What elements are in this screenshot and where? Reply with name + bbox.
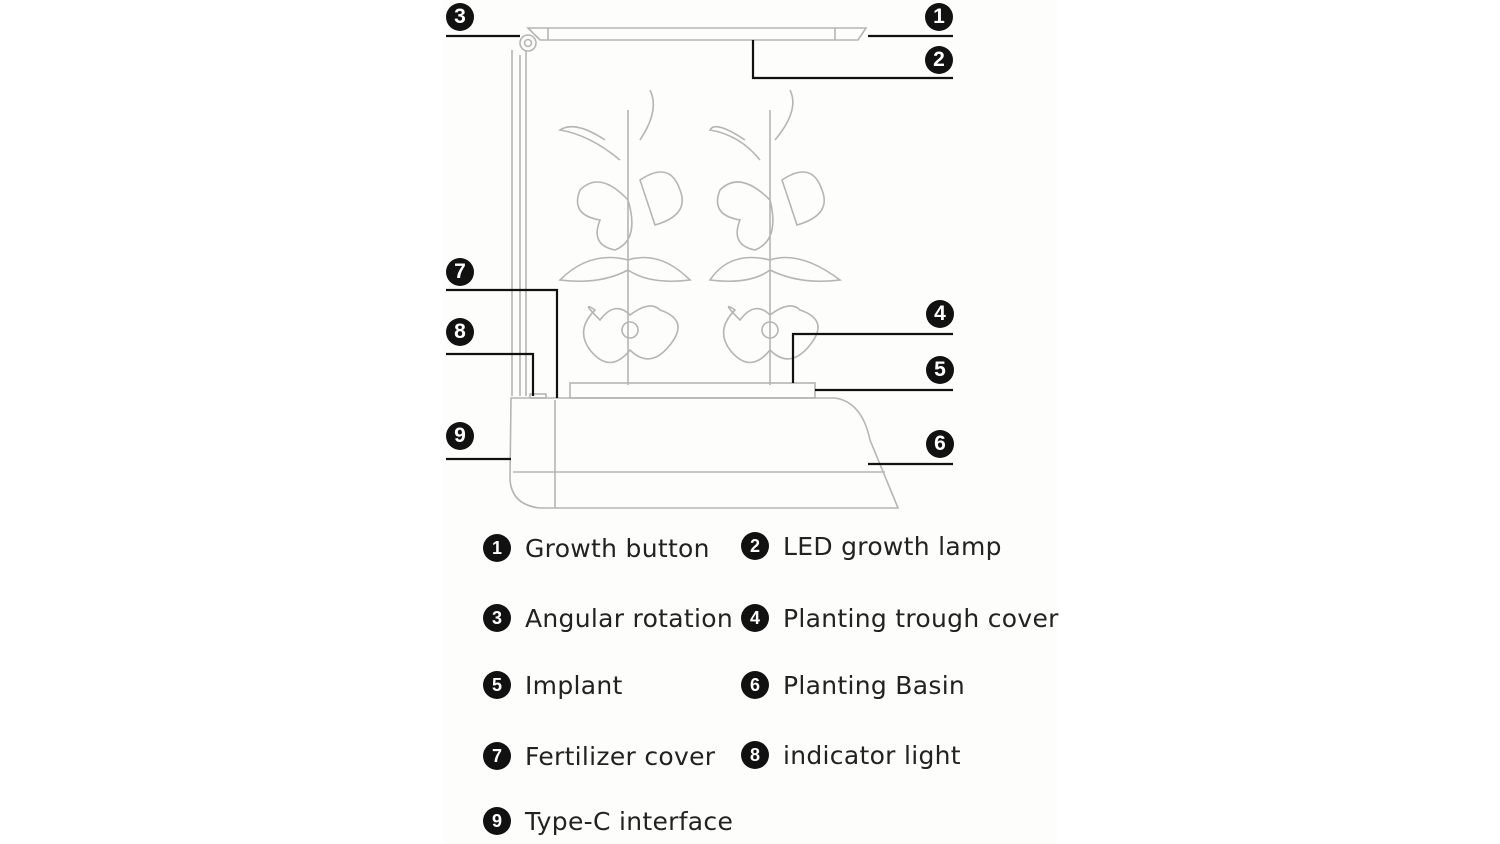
legend-number: 5 — [483, 671, 511, 699]
legend-number: 9 — [483, 807, 511, 835]
legend-item: 5 Implant — [483, 668, 623, 702]
callout-5: 5 — [926, 356, 954, 384]
callout-8: 8 — [446, 318, 474, 346]
legend-number: 6 — [741, 671, 769, 699]
leader-lines — [446, 34, 953, 466]
legend-number: 2 — [741, 532, 769, 560]
leader-2 — [751, 40, 953, 80]
legend-item: 1 Growth button — [483, 531, 710, 565]
plant-left — [557, 89, 692, 385]
legend-item: 6 Planting Basin — [741, 668, 965, 702]
callout-2: 2 — [925, 46, 953, 74]
legend-label: LED growth lamp — [783, 531, 1002, 561]
legend-item: 8 indicator light — [741, 738, 961, 772]
lamp-arm — [526, 27, 868, 41]
legend-number: 7 — [483, 742, 511, 770]
device-drawing — [509, 27, 900, 509]
legend-number: 3 — [483, 604, 511, 632]
legend-label: Implant — [525, 670, 623, 700]
trough-cover — [569, 382, 816, 399]
leader-4 — [791, 332, 953, 383]
legend-item: 9 Type-C interface — [483, 804, 733, 838]
legend-number: 1 — [483, 534, 511, 562]
plant-right — [708, 89, 843, 385]
legend-label: Fertilizer cover — [525, 741, 716, 771]
diagram-panel — [443, 0, 1057, 844]
callout-4: 4 — [926, 300, 954, 328]
leader-8 — [446, 352, 535, 396]
legend-item: 7 Fertilizer cover — [483, 739, 715, 773]
legend-label: Angular rotation — [525, 603, 733, 633]
callout-3: 3 — [446, 3, 474, 31]
rotation-joint — [519, 34, 537, 52]
leader-7 — [446, 288, 559, 398]
legend-label: indicator light — [783, 740, 961, 770]
callout-1: 1 — [925, 3, 953, 31]
legend-number: 8 — [741, 741, 769, 769]
legend-label: Planting trough cover — [783, 603, 1059, 633]
legend-number: 4 — [741, 604, 769, 632]
legend-label: Growth button — [525, 533, 710, 563]
legend-item: 3 Angular rotation — [483, 601, 733, 635]
legend-item: 4 Planting trough cover — [741, 601, 1059, 635]
lamp-pole — [511, 50, 527, 396]
legend-label: Type-C interface — [525, 806, 734, 836]
legend-item: 2 LED growth lamp — [741, 529, 1002, 563]
callout-7: 7 — [446, 258, 474, 286]
indicator-light-shape — [529, 393, 547, 399]
legend-label: Planting Basin — [783, 670, 966, 700]
callout-9: 9 — [446, 422, 474, 450]
planting-basin — [509, 397, 900, 509]
callout-6: 6 — [926, 430, 954, 458]
